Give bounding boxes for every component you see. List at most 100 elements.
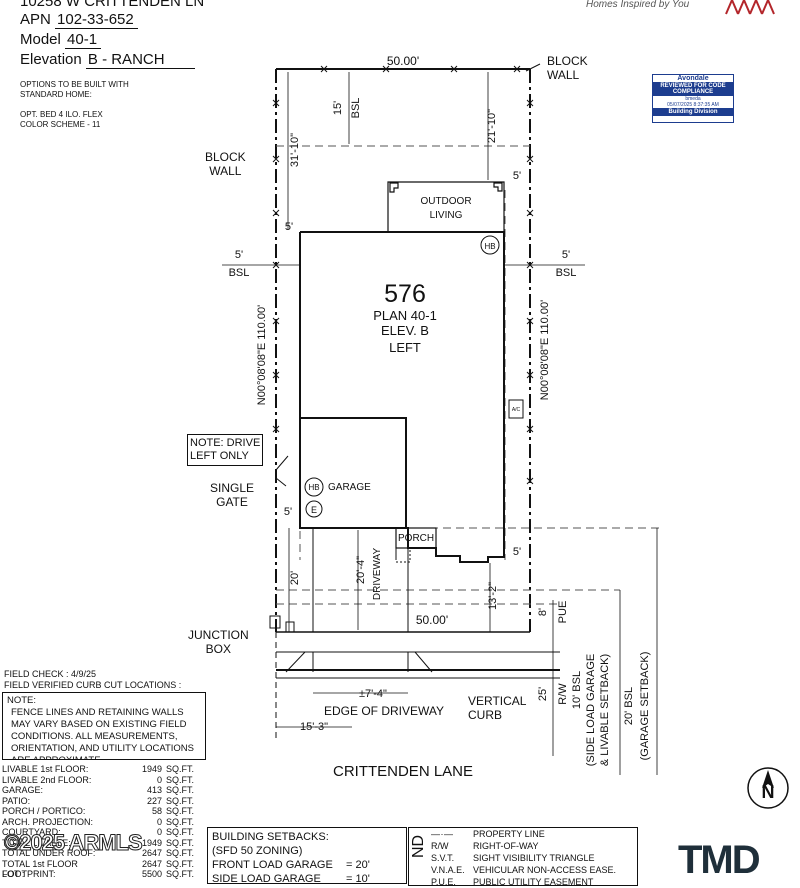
rear-setback-label: BSL <box>350 98 362 119</box>
edge-of-driveway-label: EDGE OF DRIVEWAY <box>324 704 444 718</box>
legend-row: P.U.E.PUBLIC UTILITY EASEMENT <box>431 877 594 887</box>
model-value: 40-1 <box>65 31 102 49</box>
legend-row: — · —PROPERTY LINE <box>431 829 545 839</box>
setbacks-zoning: (SFD 50 ZONING) <box>212 845 303 857</box>
bsl10-note: (SIDE LOAD GARAGE <box>585 654 597 766</box>
apn-value: 102-33-652 <box>55 11 138 29</box>
setback-side-row: SIDE LOAD GARAGE= 10' <box>212 873 370 885</box>
front-13-dim: 13'-2" <box>487 582 499 610</box>
stamp-date: 05/07/2025 8:37:35 AM <box>667 102 719 108</box>
left-bsl-dim: 5' <box>235 249 243 261</box>
block-wall-right-label: BLOCK WALL <box>547 54 588 82</box>
bsl20-label: 20' BSL <box>623 687 635 725</box>
legend-row: V.N.A.E.VEHICULAR NON-ACCESS EASE. <box>431 865 617 875</box>
rear-setback-dim: 15' <box>332 101 344 115</box>
bottom-dim: 50.00' <box>416 613 448 627</box>
stamp-division: Building Division <box>653 108 733 116</box>
apn-row: APN 102-33-652 <box>20 11 138 29</box>
drive-width-dim: ±7'-4" <box>359 688 387 700</box>
plan-name: PLAN 40-1 <box>373 308 437 323</box>
watermark: ©2025 ARMLS <box>4 830 144 856</box>
left-rear-dim: 31'-10" <box>289 133 301 167</box>
setbacks-title: BUILDING SETBACKS: <box>212 831 329 843</box>
driveway-label: DRIVEWAY <box>372 548 383 601</box>
hose-bib-front-label: HB <box>308 483 319 492</box>
field-check: FIELD CHECK : 4/9/25 <box>4 669 97 679</box>
right-porch-5: 5' <box>513 546 521 558</box>
garage-label: GARAGE <box>328 482 371 493</box>
options-items: OPT. BED 4 ILO. FLEX COLOR SCHEME - 11 <box>20 110 103 129</box>
plan-elevation: ELEV. B <box>381 323 429 338</box>
bsl10-note2: & LIVABLE SETBACK) <box>599 654 611 766</box>
right-bearing: N00°08'08"E 110.00' <box>539 300 551 400</box>
notes-title: NOTE: <box>7 695 37 706</box>
left-side-5: 5' <box>285 221 293 233</box>
apn-label: APN <box>20 11 51 28</box>
hose-bib-rear-label: HB <box>484 242 495 251</box>
elevation-label: Elevation <box>20 51 82 68</box>
lot-number: 576 <box>384 280 426 308</box>
house-footprint <box>299 231 505 563</box>
model-label: Model <box>20 31 61 48</box>
right-bsl-label: BSL <box>556 267 577 279</box>
bsl20-note: (GARAGE SETBACK) <box>639 652 651 761</box>
street-name: CRITTENDEN LANE <box>333 763 473 780</box>
notes-box: NOTE: FENCE LINES AND RETAINING WALLS MA… <box>2 692 206 760</box>
brand-logo-icon <box>725 0 775 15</box>
driveway-dim: 20'-4" <box>355 556 367 584</box>
porch-label: PORCH <box>398 533 434 544</box>
vertical-curb-label: VERTICAL CURB <box>468 694 527 722</box>
block-wall-left-label: BLOCK WALL <box>205 150 246 178</box>
legend-row: S.V.T.SIGHT VISIBILITY TRIANGLE <box>431 853 595 863</box>
address-label: 10258 W CRITTENDEN LN <box>20 0 205 10</box>
stamp-city: Avondale <box>677 75 709 82</box>
stamp-reviewer: bmeda <box>685 96 701 102</box>
left-bsl-label: BSL <box>229 267 250 279</box>
north-arrow-icon: N <box>762 782 775 802</box>
electric-label: E <box>311 505 317 515</box>
curb-offset-dim: 15'-3" <box>300 721 328 733</box>
tagline: Homes Inspired by You <box>586 0 690 10</box>
review-stamp: Avondale REVIEWED FOR CODE COMPLIANCE bm… <box>652 74 734 123</box>
options-note: OPTIONS TO BE BUILT WITH STANDARD HOME: <box>20 80 129 99</box>
field-verified: FIELD VERIFIED CURB CUT LOCATIONS : <box>4 680 182 690</box>
setback-front-row: FRONT LOAD GARAGE= 20' <box>212 859 370 871</box>
setbacks-box: BUILDING SETBACKS: (SFD 50 ZONING) FRONT… <box>207 827 407 885</box>
outdoor-living-line2: LIVING <box>430 210 463 221</box>
right-rear-dim: 21'-10" <box>486 109 498 143</box>
right-side-5: 5' <box>513 170 521 182</box>
rw-label: R/W <box>557 683 569 705</box>
pue-label: PUE <box>557 601 569 624</box>
plan-handing: LEFT <box>389 340 421 355</box>
model-row: Model 40-1 <box>20 31 102 49</box>
front-20-dim: 20' <box>289 571 301 585</box>
single-gate-label: SINGLE GATE <box>210 481 255 509</box>
outdoor-living-line1: OUTDOOR <box>420 196 471 207</box>
bsl10-label: 10' BSL <box>571 671 583 709</box>
left-bearing: N00°08'08"E 110.00' <box>256 305 268 405</box>
left-garage-5: 5' <box>284 506 292 518</box>
brand-logo: TMD <box>678 838 761 882</box>
elevation-row: Elevation B - RANCH <box>20 51 195 69</box>
elevation-value: B - RANCH <box>85 51 195 69</box>
ac-label: A/C <box>512 407 521 413</box>
legend-side-label: ND <box>410 834 427 858</box>
junction-box-label: JUNCTION BOX <box>188 628 249 656</box>
rw-dim: 25' <box>537 687 549 701</box>
notes-text: FENCE LINES AND RETAINING WALLS MAY VARY… <box>11 707 194 759</box>
right-bsl-dim: 5' <box>562 249 570 261</box>
top-dim: 50.00' <box>387 54 419 68</box>
